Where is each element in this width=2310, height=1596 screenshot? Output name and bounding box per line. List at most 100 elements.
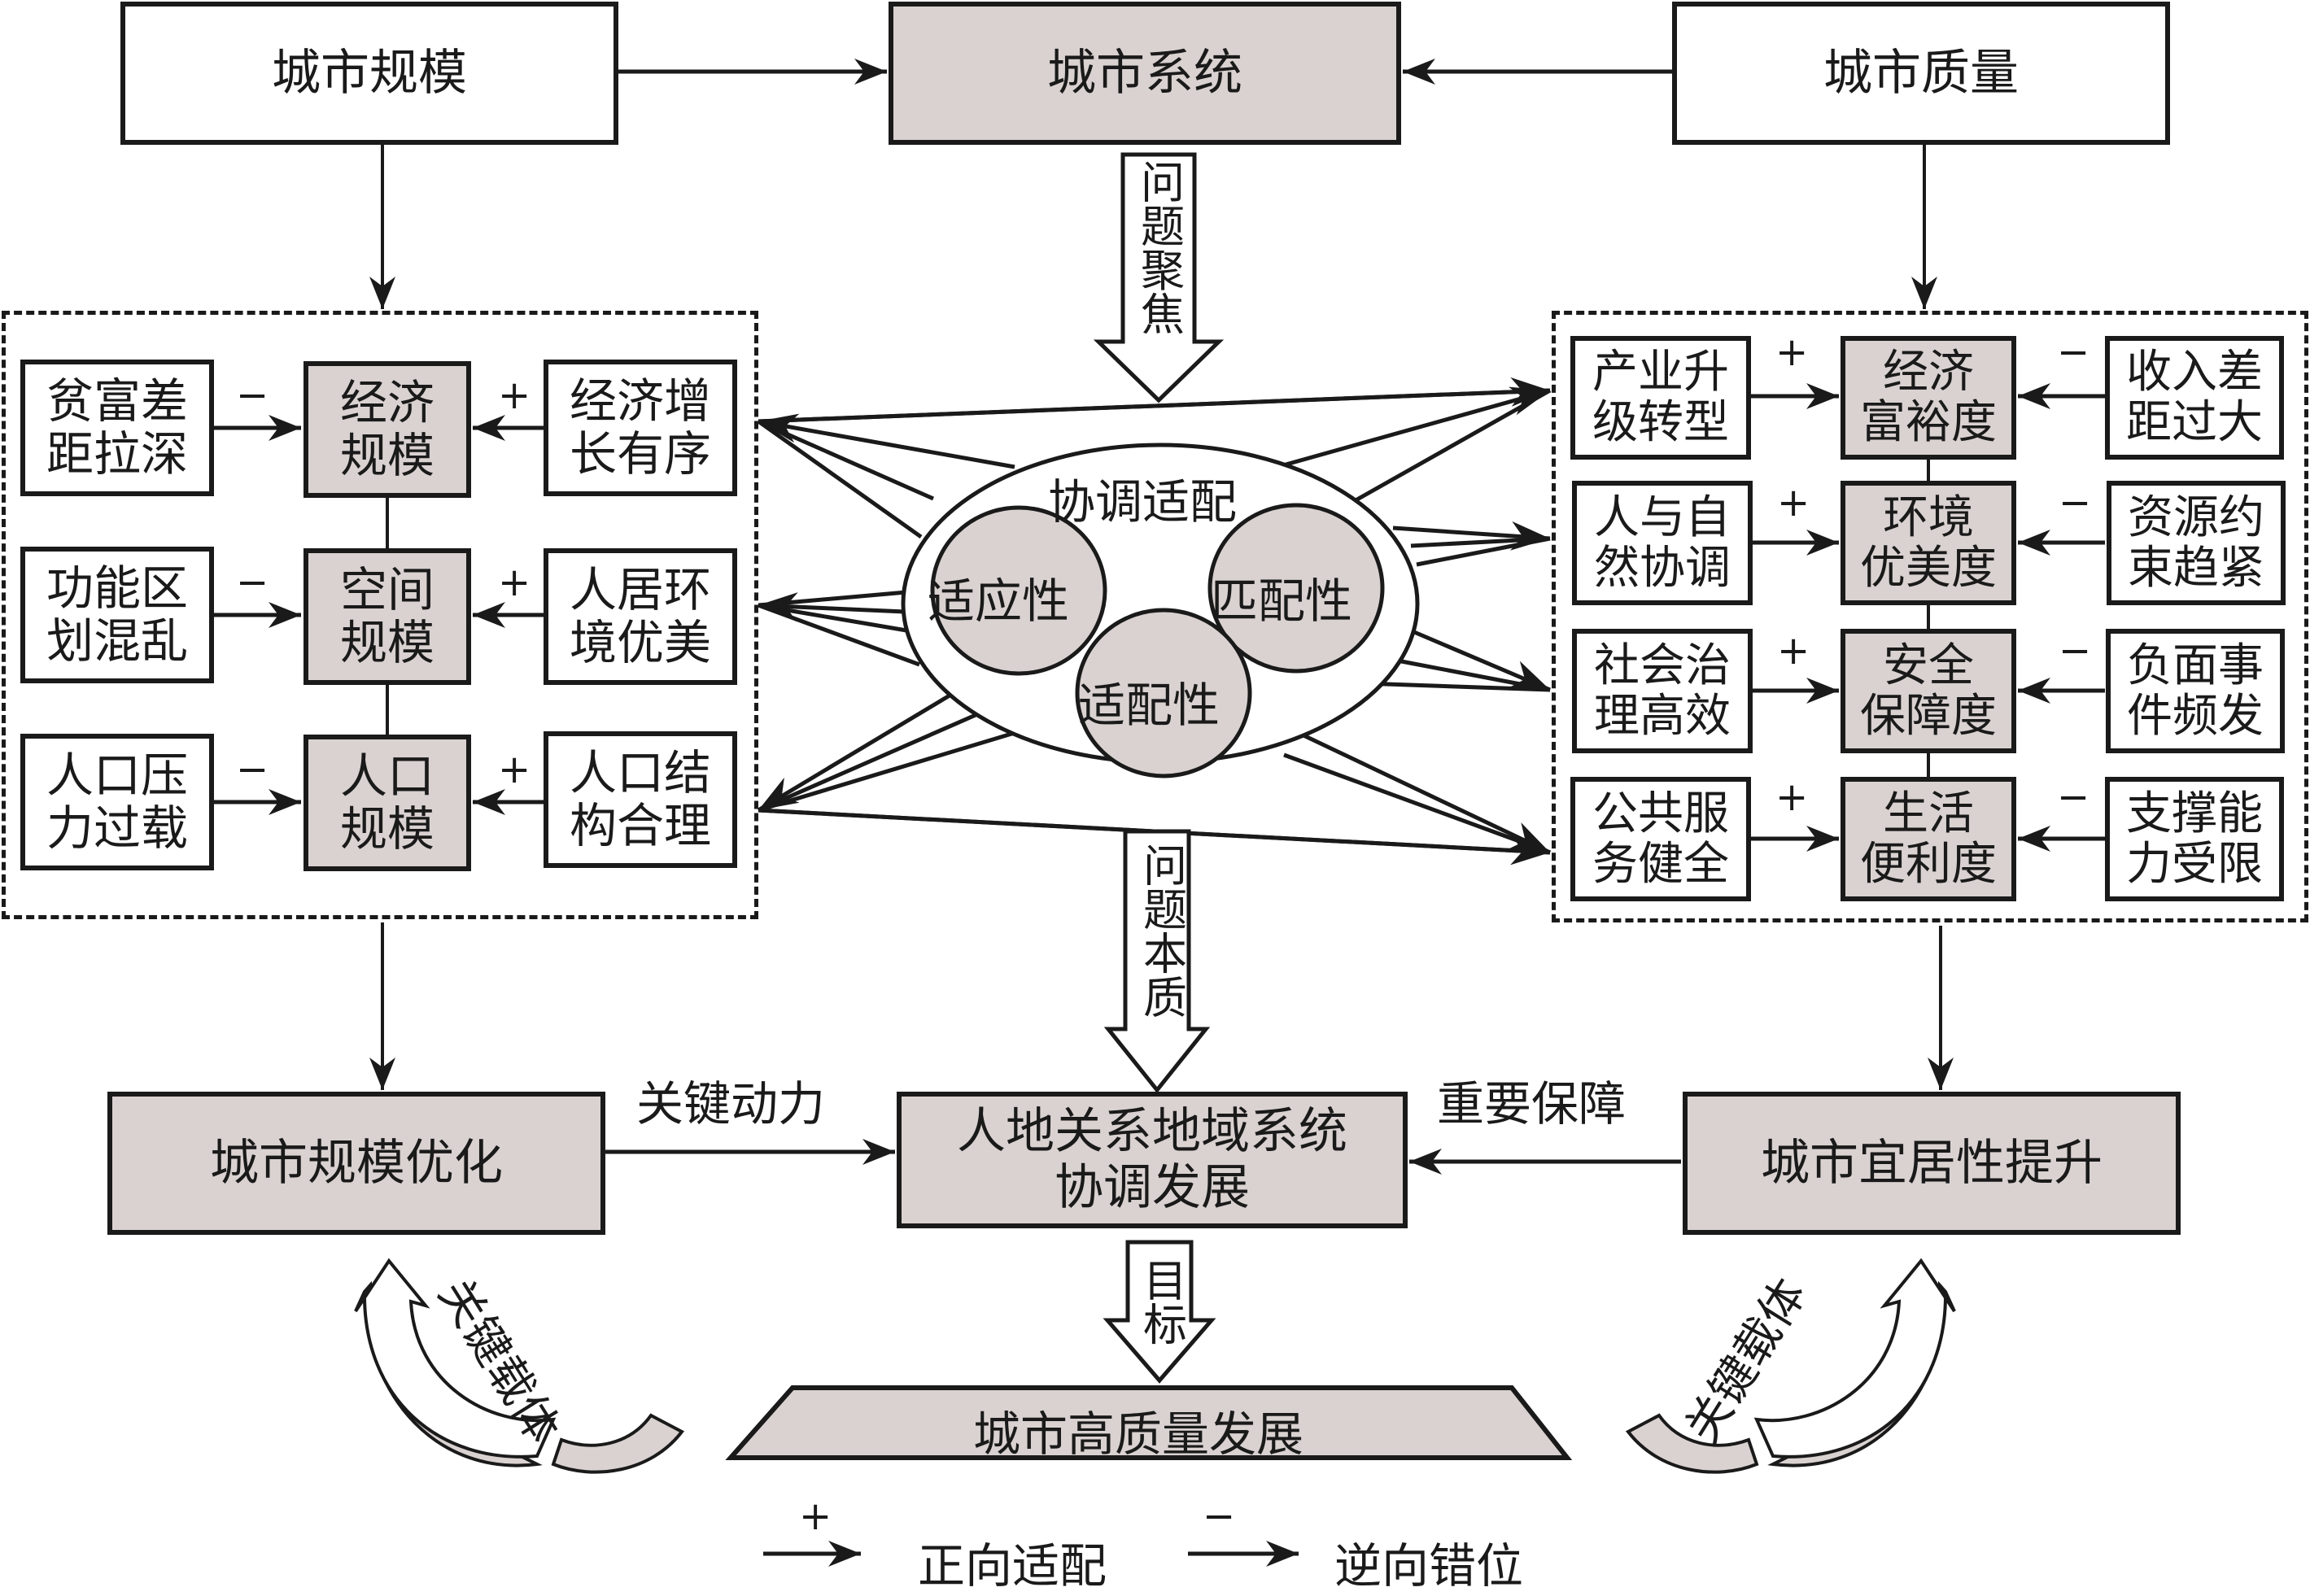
minus-sign: − (236, 560, 269, 605)
key-driver-label: 关键动力 (636, 1076, 826, 1132)
legend-positive-arrow-head (828, 1541, 861, 1567)
minus-sign: − (2057, 329, 2090, 375)
city-scale-optimization-label: 城市规模优化 (210, 1134, 503, 1192)
positive-arrow-head (473, 602, 505, 628)
legend-positive-label: 正向适配 (918, 1538, 1107, 1594)
scale-to-panel-arrow-head (369, 277, 395, 309)
optimization-to-coordination-arrow-head (862, 1139, 895, 1165)
negative-factor-box: 支撑能力受限 (2105, 777, 2284, 901)
key-carrier-left-arrow (354, 1258, 685, 1474)
city-scale-box: 城市规模 (120, 2, 618, 145)
negative-arrow-head (269, 415, 301, 441)
fan-arrowhead (1508, 661, 1550, 690)
curved-arrow-body (1753, 1258, 1956, 1459)
fitness-label: 适配性 (1078, 678, 1221, 733)
quality-to-panel-arrow-head (1911, 277, 1937, 309)
positive-factor-box: 人口结构合理 (544, 731, 737, 868)
negative-arrow-head (2018, 826, 2050, 852)
goal-arrow (1103, 1240, 1216, 1384)
fan-line (1283, 752, 1551, 855)
negative-arrow-head (2018, 383, 2050, 409)
curved-arrow-body (354, 1258, 557, 1459)
curved-arrow-tail (1625, 1413, 1759, 1474)
matching-circle (1207, 503, 1385, 674)
fan-arrowhead (758, 592, 798, 622)
negative-factor-box: 人口压力过载 (20, 734, 214, 870)
plus-sign: + (498, 747, 531, 792)
fan-line (1302, 733, 1552, 855)
key-carrier-right-arrow (1625, 1258, 1956, 1474)
plus-sign: + (1775, 774, 1809, 820)
positive-factor-box: 产业升级转型 (1570, 336, 1751, 460)
high-quality-development-label: 城市高质量发展 (973, 1406, 1304, 1462)
legend-plus-sign: + (799, 1494, 832, 1539)
minus-sign: − (2057, 774, 2090, 820)
positive-arrow-head (1806, 530, 1839, 556)
city-system-label: 城市系统 (1047, 44, 1242, 102)
fan-arrowhead (1510, 835, 1550, 866)
life-convenience-box: 生活便利度 (1841, 777, 2016, 901)
negative-factor-box: 收入差距过大 (2105, 336, 2284, 460)
legend-minus-sign: − (1203, 1494, 1236, 1539)
livability-to-coordination-arrow-head (1409, 1149, 1442, 1175)
adaptability-label: 适应性 (928, 573, 1070, 629)
positive-factor-box: 人居环境优美 (544, 548, 737, 685)
city-scale-optimization-box: 城市规模优化 (107, 1092, 605, 1235)
spatial-scale-box: 空间规模 (303, 548, 471, 685)
long-fan-line (758, 388, 1551, 424)
negative-arrow-head (2018, 530, 2050, 556)
fitness-circle (1075, 608, 1252, 778)
problem-essence-text: 问题本质 (1135, 843, 1187, 1018)
fan-arrowhead (1510, 377, 1550, 407)
city-system-box: 城市系统 (889, 2, 1401, 145)
minus-sign: − (236, 373, 269, 418)
minus-sign: − (236, 747, 269, 792)
fan-arrowhead (1509, 521, 1550, 551)
positive-factor-box: 公共服务健全 (1570, 777, 1751, 901)
fan-line (758, 727, 1026, 813)
population-scale-box: 人口规模 (303, 735, 471, 871)
legend-negative-arrow-head (1266, 1541, 1299, 1567)
negative-arrow-head (269, 602, 301, 628)
negative-factor-box: 贫富差距拉深 (20, 360, 214, 496)
economic-scale-box: 经济规模 (303, 361, 471, 498)
negative-factor-box: 负面事件频发 (2106, 629, 2285, 753)
city-quality-label: 城市质量 (1823, 44, 2019, 102)
fan-line (1348, 388, 1552, 506)
livability-improvement-box: 城市宜居性提升 (1683, 1092, 2181, 1235)
fan-arrowhead (758, 777, 800, 810)
positive-arrow-head (1806, 678, 1839, 704)
important-guarantee-label: 重要保障 (1437, 1076, 1627, 1132)
scale-to-system-arrow-head (854, 59, 887, 85)
fan-line (757, 691, 955, 813)
plus-sign: + (1777, 480, 1810, 525)
goal-text: 目标 (1135, 1258, 1187, 1345)
panel-to-optimization-arrow-head (369, 1057, 395, 1090)
coordination-adaptation-title: 协调适配 (1048, 474, 1238, 530)
curved-arrow-tail (551, 1413, 685, 1474)
fan-line (1362, 681, 1551, 692)
problem-focus-text: 问题聚焦 (1133, 159, 1185, 335)
safety-guarantee-box: 安全保障度 (1841, 629, 2016, 753)
high-quality-trapezoid (725, 1385, 1573, 1460)
adaptability-circle (930, 505, 1107, 676)
negative-factor-box: 资源约束趋紧 (2107, 481, 2286, 605)
positive-factor-box: 人与自然协调 (1572, 481, 1753, 605)
fan-line (757, 419, 923, 539)
plus-sign: + (498, 373, 531, 418)
fan-line (758, 419, 1015, 469)
economic-prosperity-box: 经济富裕度 (1841, 336, 2016, 460)
livability-improvement-label: 城市宜居性提升 (1761, 1134, 2103, 1192)
fan-line (1268, 388, 1551, 472)
quality-to-system-arrow-head (1403, 59, 1435, 85)
panel-to-livability-arrow-head (1928, 1057, 1954, 1090)
city-scale-label: 城市规模 (272, 44, 467, 102)
positive-arrow-head (1806, 383, 1839, 409)
problem-essence-arrow (1103, 829, 1211, 1094)
positive-arrow-head (473, 415, 505, 441)
positive-arrow-head (473, 789, 505, 815)
positive-factor-box: 经济增长有序 (544, 360, 737, 496)
negative-arrow-head (269, 789, 301, 815)
problem-focus-arrow (1093, 152, 1225, 403)
